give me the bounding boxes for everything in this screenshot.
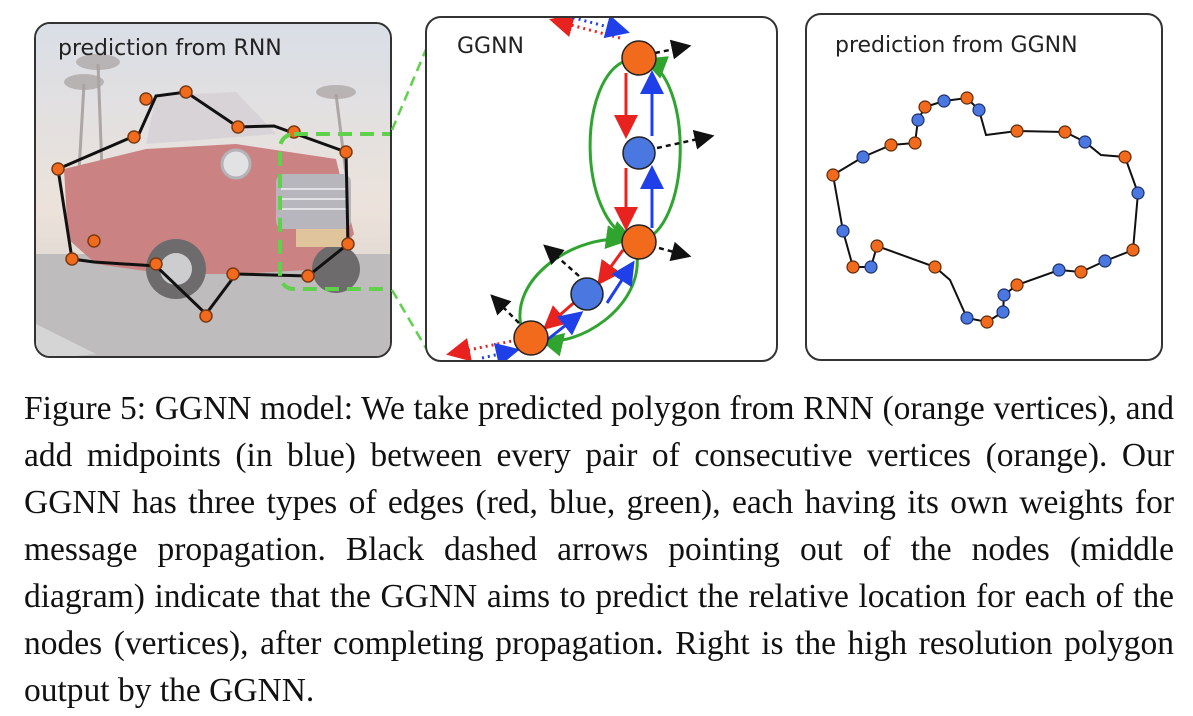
zoom-region-box [278, 132, 390, 291]
ggnn-polygon [832, 96, 1140, 324]
blue-midpoint-node [622, 136, 656, 170]
ggnn-polygon-illustration [826, 91, 1145, 329]
ggnn-output-panel-title: prediction from GGNN [835, 33, 1078, 58]
figure-caption: Figure 5: GGNN model: We take predicted … [24, 390, 1174, 709]
rnn-panel-title: prediction from RNN [58, 36, 282, 61]
blue-midpoint-node [570, 277, 604, 311]
blue-edge [546, 311, 584, 342]
ggnn-graph [446, 18, 715, 360]
ggnn-diagram-panel: GGNN [425, 16, 778, 362]
orange-vertex-node [621, 224, 657, 260]
ggnn-panel-title: GGNN [457, 34, 525, 59]
blue-edge [605, 260, 635, 304]
ggnn-prediction-panel: prediction from GGNN [805, 13, 1163, 361]
rnn-prediction-panel: prediction from RNN [34, 22, 392, 358]
ggnn-vertices [826, 91, 1145, 329]
red-edge [597, 249, 625, 286]
car-photo-illustration [36, 24, 390, 356]
orange-vertex-node [621, 40, 657, 76]
green-edge [539, 255, 639, 357]
red-edge [542, 298, 578, 330]
orange-vertex-node [513, 320, 549, 356]
